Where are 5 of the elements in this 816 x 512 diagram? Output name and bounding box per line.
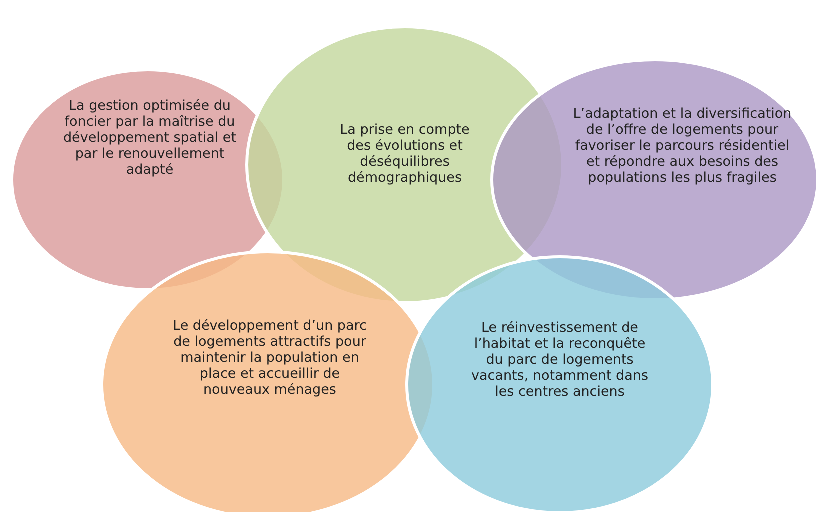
node-text: La prise en compte des évolutions et déséquilibres démographiques xyxy=(339,122,471,186)
node-text: L’adaptation et la diversification de l’offre de logements pour favoriser le parcours résidentiel et répondre aux besoins des populations les plus fragiles xyxy=(572,106,793,186)
node-text: La gestion optimisée du foncier par la maîtrise du développement spatial et par le renouvellement adapté xyxy=(62,98,238,178)
node-text: Le réinvestissement de l’habitat et la reconquête du parc de logements vacants, notamment dans les centres anciens xyxy=(470,320,650,400)
node-text: Le développement d’un parc de logements attractifs pour maintenir la population en place et accueillir de nouveaux ménages xyxy=(172,318,368,398)
